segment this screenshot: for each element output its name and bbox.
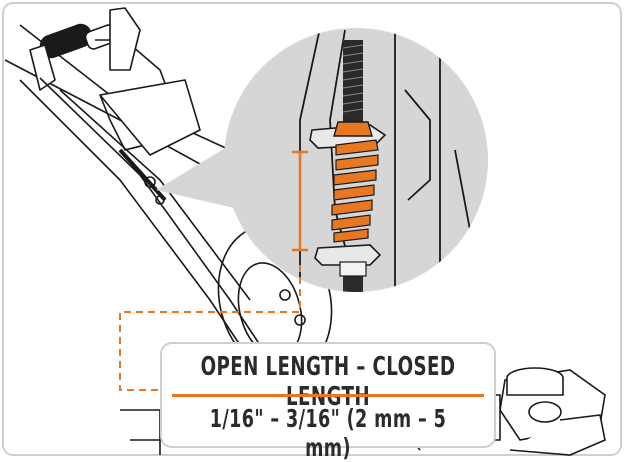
measurement-value: 1/16" – 3/16" (2 mm – 5 mm) (209, 404, 447, 462)
leader-line (119, 265, 301, 391)
measurement-label: OPEN LENGTH – CLOSED LENGTH 1/16" – 3/16… (160, 342, 496, 462)
measurement-bar (292, 150, 308, 252)
handle-grip-icon (39, 23, 118, 59)
engine-illustration (480, 367, 606, 456)
spring-assembly (299, 28, 471, 292)
adjust-nut (333, 121, 373, 137)
label-divider (172, 394, 484, 397)
tiller-illustration (4, 7, 421, 455)
spring-coils (331, 139, 379, 243)
lower-bracket (314, 244, 382, 266)
measurement-heading: OPEN LENGTH – CLOSED LENGTH (200, 352, 456, 412)
